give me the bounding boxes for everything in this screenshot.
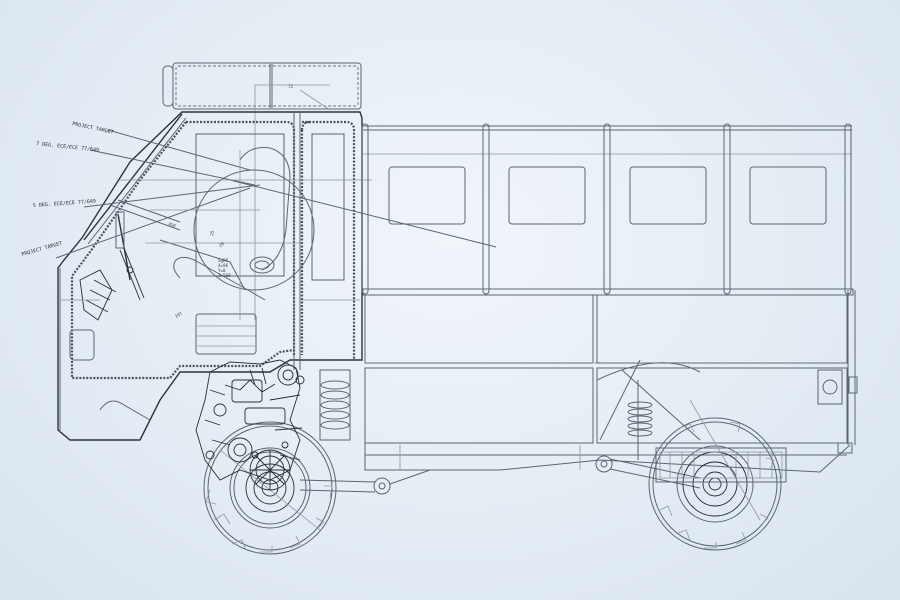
label-project-target-upper: PROJECT TARGET [72, 121, 114, 136]
driver-seat [159, 147, 315, 355]
sgrp-block: SgRP X=96 Y=0 Z=568 [218, 258, 231, 278]
canopy-windows [388, 166, 827, 225]
access-hatch [817, 369, 858, 405]
label-angle-b: 28 [218, 241, 225, 248]
front-suspension [299, 369, 431, 495]
rear-spring [627, 380, 653, 460]
sight-lines [55, 129, 497, 320]
front-mechanics [69, 247, 151, 421]
roof-rack: 72 [162, 62, 362, 320]
svg-text:Y=0: Y=0 [218, 268, 226, 273]
svg-text:Z=568: Z=568 [218, 273, 231, 278]
canopy-bows [361, 123, 852, 295]
engine [195, 359, 305, 491]
roof-rack-dimension: 72 [288, 84, 294, 89]
label-seat-offset: 450 [168, 221, 177, 228]
annotations: PROJECT TARGET 7 DEG. ECE/ECE 77/649 5 D… [21, 121, 231, 319]
label-angle-a: 25 [209, 230, 215, 236]
label-seat-angle: 107 [174, 311, 183, 319]
rear-wheel [648, 399, 787, 551]
svg-text:X=96: X=96 [218, 263, 229, 268]
steering-wheel [109, 199, 181, 281]
label-five-deg: 5 DEG. ECE/ECE 77/649 [33, 199, 96, 209]
cargo-box [361, 123, 858, 489]
label-project-target-lower: PROJECT TARGET [21, 241, 63, 258]
svg-text:SgRP: SgRP [218, 258, 229, 263]
label-seven-deg: 7 DEG. ECE/ECE 77/649 [36, 141, 99, 154]
